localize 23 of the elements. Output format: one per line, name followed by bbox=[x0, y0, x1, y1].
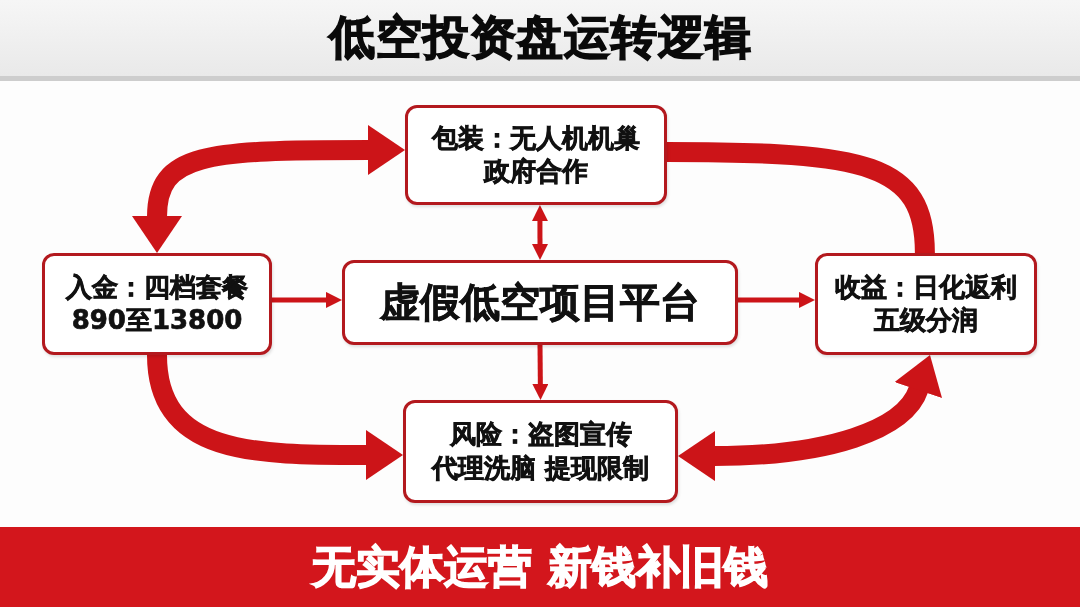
arrow bbox=[738, 291, 815, 308]
arrow bbox=[532, 344, 549, 400]
node-text: 虚假低空项目平台 bbox=[380, 277, 700, 327]
process-box bbox=[815, 253, 1037, 355]
process-box bbox=[405, 105, 667, 205]
process-box bbox=[342, 260, 738, 345]
node-text: 五级分润 bbox=[874, 304, 978, 337]
node-text: 代理洗脑 提现限制 bbox=[431, 451, 650, 485]
node-text: 890至13800 bbox=[71, 304, 243, 337]
double-arrow bbox=[531, 205, 548, 260]
node-text: 包装：无人机机巢 bbox=[432, 121, 640, 155]
node-text: 入金：四档套餐 bbox=[66, 270, 248, 304]
node-text: 风险：盗图宣传 bbox=[449, 418, 632, 452]
arrow bbox=[272, 291, 342, 308]
process-box bbox=[42, 253, 272, 355]
node-text: 政府合作 bbox=[484, 155, 588, 188]
banner-band bbox=[0, 527, 1080, 607]
double-arrow bbox=[678, 356, 941, 481]
process-box bbox=[403, 400, 678, 503]
node-text: 收益：日化返利 bbox=[835, 270, 1017, 304]
title: 低空投资盘运转逻辑 bbox=[328, 9, 752, 66]
banner-text: 无实体运营 新钱补旧钱 bbox=[312, 539, 768, 594]
double-arrow bbox=[132, 125, 405, 253]
